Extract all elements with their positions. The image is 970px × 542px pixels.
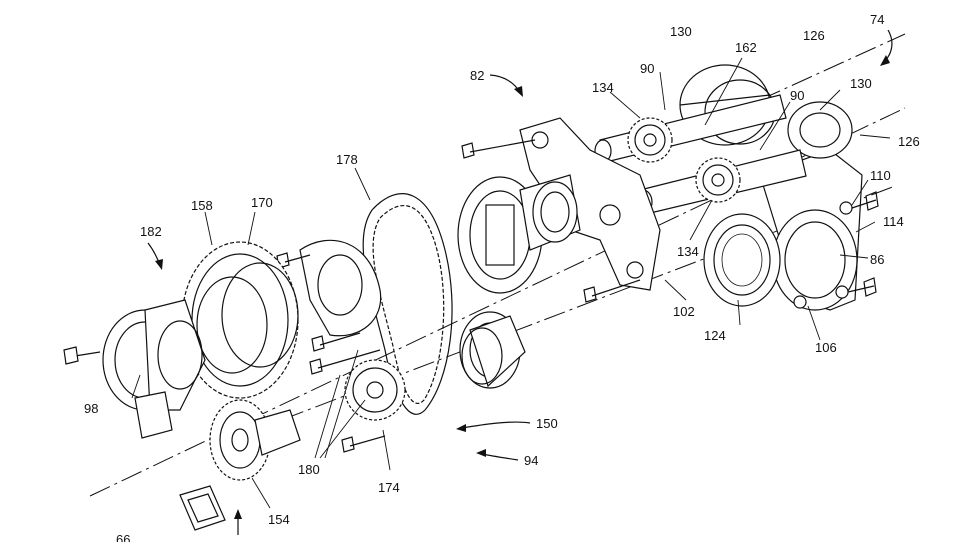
label-98: 98 (84, 401, 98, 416)
label-180: 180 (298, 462, 320, 477)
label-182: 182 (140, 224, 162, 239)
cam-phaser-hub-82 (457, 174, 581, 294)
label-110: 110 (870, 168, 891, 183)
housing-86 (759, 101, 879, 311)
label-90: 90 (790, 88, 804, 103)
sprocket-134-lower (695, 157, 741, 203)
sprocket-134-upper (627, 117, 673, 163)
bolts-180 (276, 252, 386, 453)
label-106: 106 (815, 340, 837, 355)
label-66: 66 (116, 532, 130, 542)
label-124: 124 (704, 328, 726, 343)
drive-gear-158 (181, 241, 299, 399)
label-170: 170 (251, 195, 273, 210)
chain-guide-150 (299, 239, 382, 337)
bearing (459, 311, 526, 389)
label-126: 126 (898, 134, 920, 149)
actuator-98 (63, 299, 206, 439)
label-126: 126 (803, 28, 825, 43)
gear-154 (209, 399, 301, 481)
label-150: 150 (536, 416, 558, 431)
label-82: 82 (470, 68, 484, 83)
label-74: 74 (870, 12, 884, 27)
reference-numerals: 74 130 126 162 90 90 130 126 82 134 178 … (84, 12, 920, 542)
label-94: 94 (524, 453, 538, 468)
label-162: 162 (735, 40, 757, 55)
label-102: 102 (673, 304, 695, 319)
seal-cover-124 (703, 213, 781, 307)
label-86: 86 (870, 252, 884, 267)
label-130: 130 (670, 24, 692, 39)
sprocket-174 (344, 359, 406, 421)
leader-lines (131, 57, 891, 509)
label-134: 134 (677, 244, 699, 259)
reference-arrows (147, 29, 893, 536)
electrical-connector (179, 485, 226, 531)
label-154: 154 (268, 512, 290, 527)
label-114: 114 (883, 214, 904, 229)
label-130: 130 (850, 76, 872, 91)
label-158: 158 (191, 198, 213, 213)
label-90: 90 (640, 61, 654, 76)
label-178: 178 (336, 152, 358, 167)
label-134: 134 (592, 80, 614, 95)
label-174: 174 (378, 480, 400, 495)
